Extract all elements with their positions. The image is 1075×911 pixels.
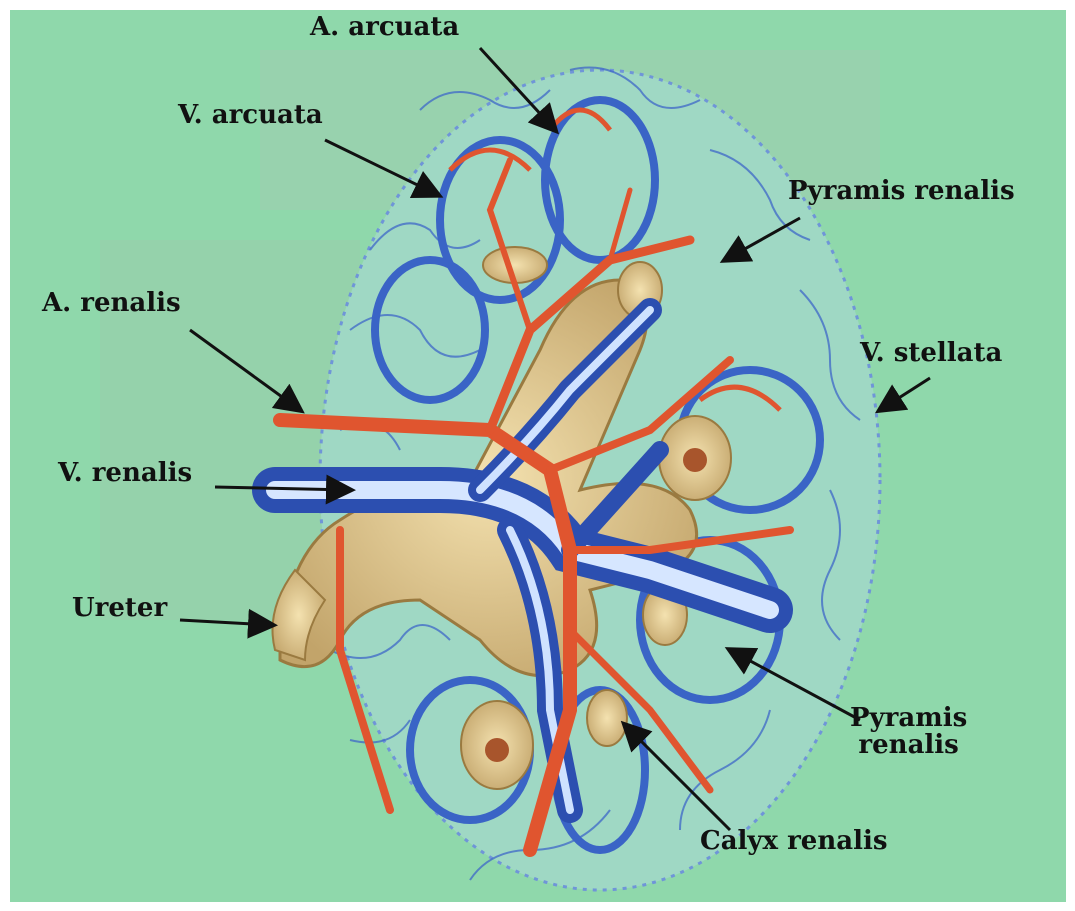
label-v-stellata: V. stellata: [860, 340, 1002, 367]
label-pyramis-renalis-top: Pyramis renalis: [788, 178, 1015, 205]
label-a-arcuata: A. arcuata: [310, 14, 459, 41]
label-pyramis-renalis-bottom: Pyramis renalis: [850, 705, 967, 760]
label-v-arcuata: V. arcuata: [178, 102, 323, 129]
label-ureter: Ureter: [72, 595, 167, 622]
diagram-frame: A. arcuata V. arcuata Pyramis renalis A.…: [10, 10, 1066, 902]
label-a-renalis: A. renalis: [42, 290, 181, 317]
calyx: [587, 690, 627, 746]
label-calyx-renalis: Calyx renalis: [700, 828, 887, 855]
label-v-renalis: V. renalis: [58, 460, 192, 487]
kidney-illustration: [10, 10, 1066, 902]
